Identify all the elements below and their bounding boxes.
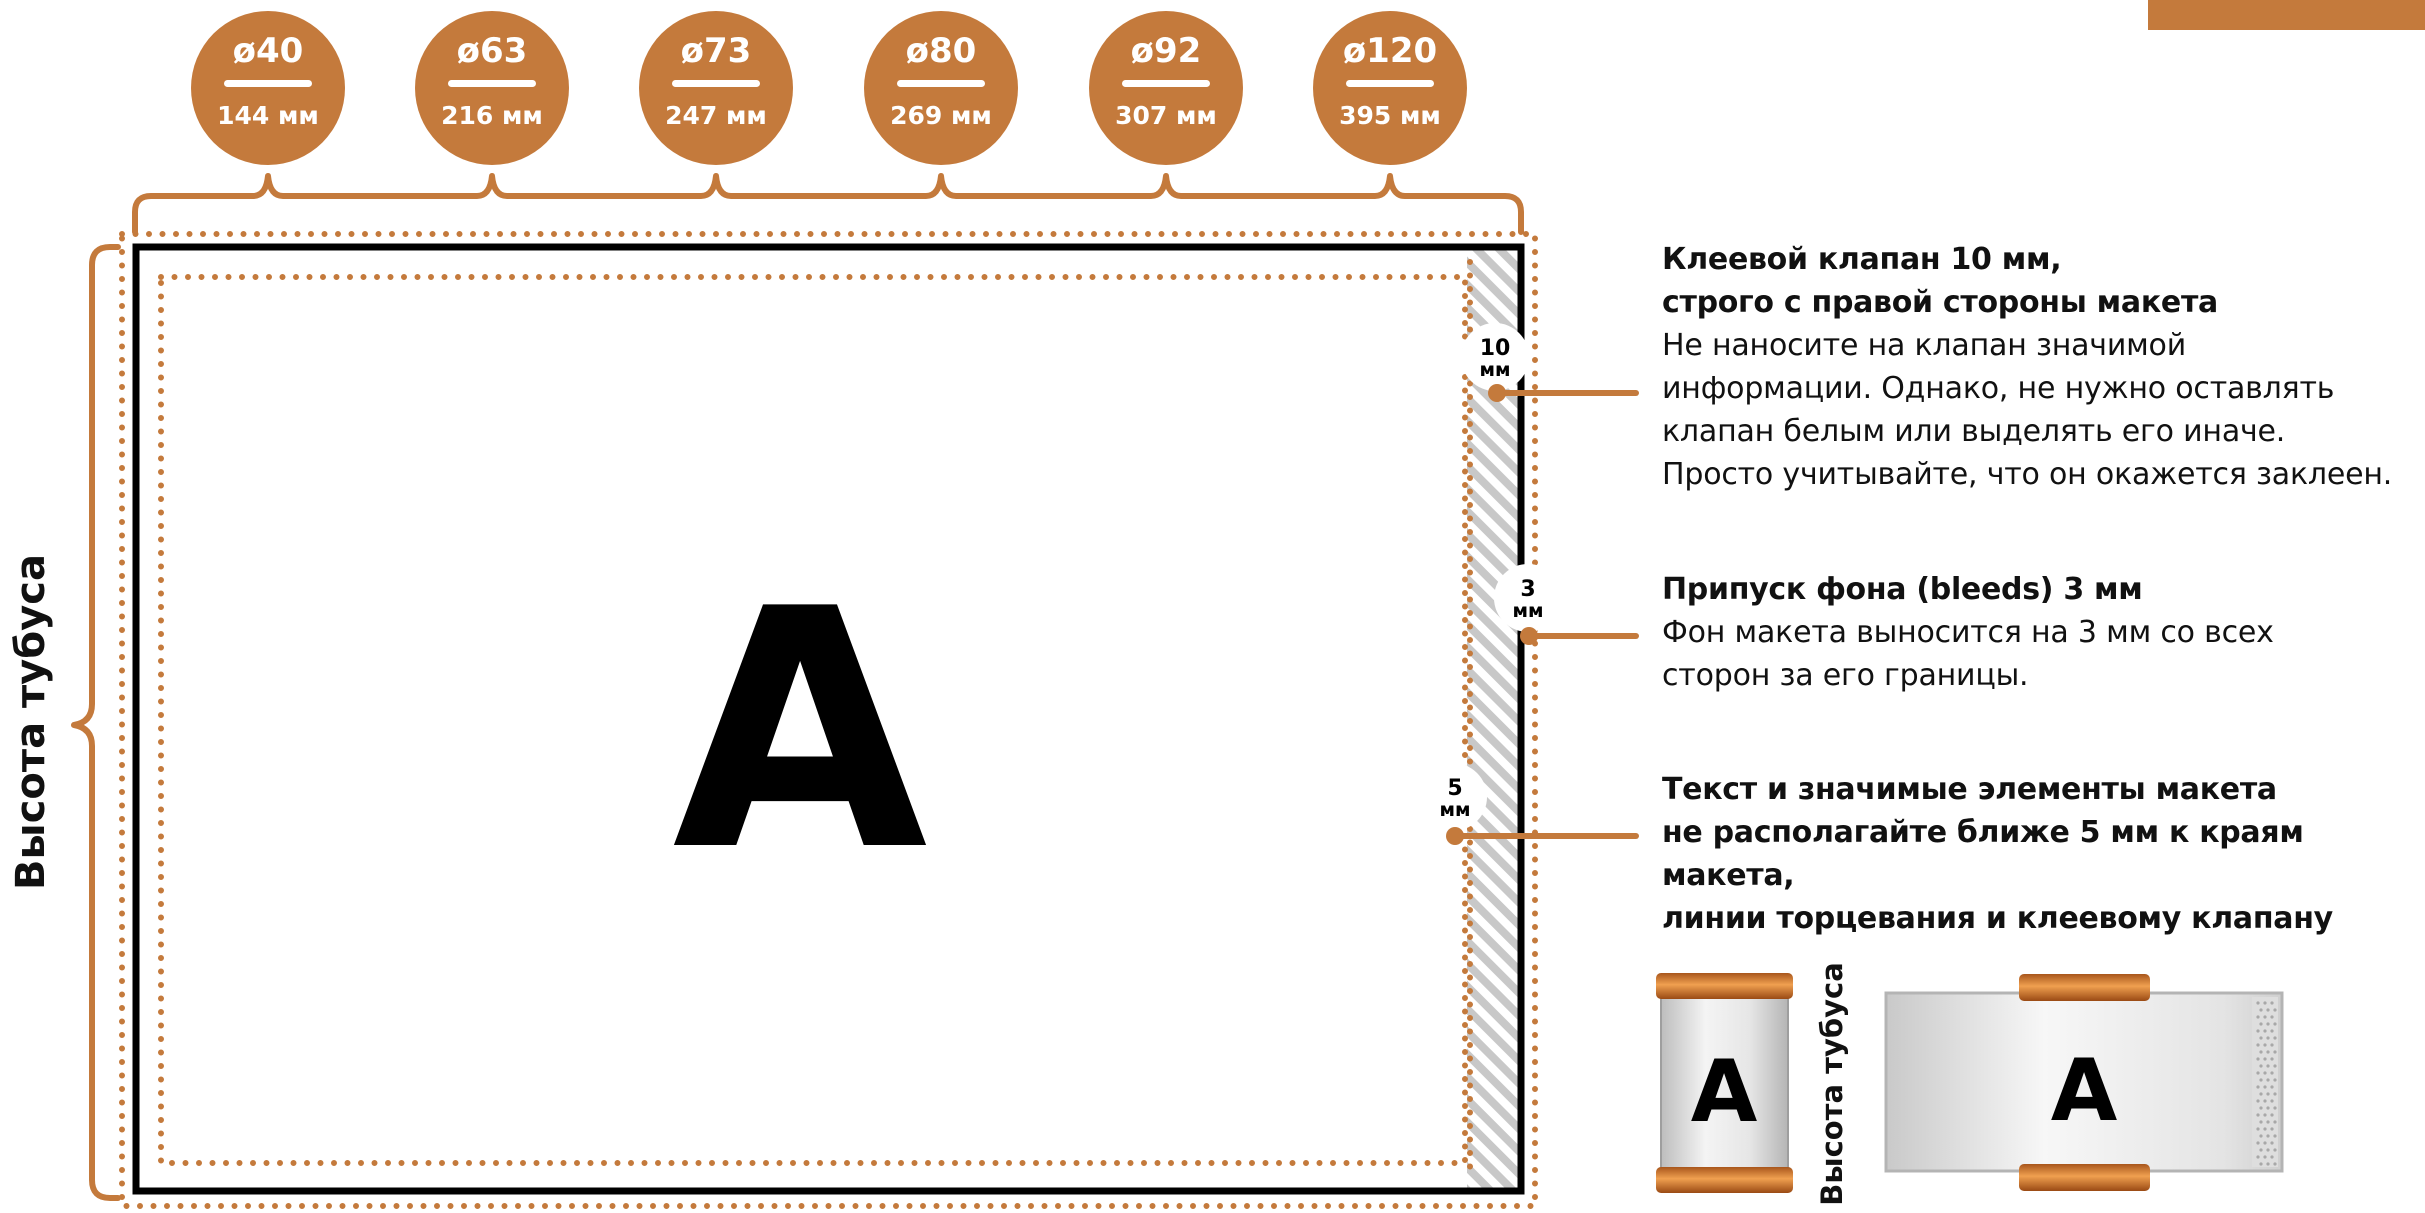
glue-flap-perforation <box>2256 1001 2277 1166</box>
bleed-line <box>119 231 1538 1209</box>
safe-zone-note-line: Текст и значимые элементы макета <box>1662 772 2277 807</box>
bleed-note: Припуск фона (bleeds) 3 мм Фон макета вы… <box>1662 568 2422 697</box>
trim-line <box>132 243 1525 1195</box>
bleed-note-title: Припуск фона (bleeds) 3 мм <box>1662 572 2143 607</box>
tube-height-value: 247 мм <box>665 101 767 130</box>
glue-flap-note-line: клапан белым или выделять его иначе. <box>1662 414 2286 449</box>
tube-preview-letter: A <box>1691 1042 1758 1142</box>
diameter-label: ø63 <box>457 31 528 71</box>
glue-flap-note-line: информации. Однако, не нужно оставлять <box>1662 371 2335 406</box>
diameter-badges: ø40 144 мм ø63 216 мм ø73 247 мм ø80 269 мм ø92 3… <box>191 11 1467 165</box>
diameter-badge: ø73 247 мм <box>639 11 793 165</box>
svg-text:мм: мм <box>1439 799 1470 821</box>
flat-layout-preview: A <box>1884 974 2284 1191</box>
diameter-badge: ø63 216 мм <box>415 11 569 165</box>
svg-text:мм: мм <box>1512 600 1543 622</box>
svg-text:5: 5 <box>1447 776 1462 801</box>
diameter-label: ø73 <box>681 31 752 71</box>
diameter-label: ø120 <box>1343 31 1437 71</box>
flap-marker: 10 мм <box>1461 323 1639 402</box>
bleed-note-line: Фон макета выносится на 3 мм со всех <box>1662 615 2274 650</box>
diameter-badge: ø40 144 мм <box>191 11 345 165</box>
safe-zone-note-line: линии торцевания и клеевому клапану <box>1662 901 2333 936</box>
svg-text:мм: мм <box>1479 359 1510 381</box>
safe-zone-note: Текст и значимые элементы макета не расп… <box>1662 768 2422 940</box>
left-brace <box>71 244 121 1201</box>
tube-height-value: 307 мм <box>1115 101 1217 130</box>
layout-letter: A <box>672 539 930 923</box>
diameter-badge: ø80 269 мм <box>864 11 1018 165</box>
svg-text:10: 10 <box>1480 336 1511 361</box>
glue-flap-note-line: Просто учитывайте, что он окажется закле… <box>1662 457 2393 492</box>
tube-height-label: Высота тубуса <box>8 554 54 890</box>
bleed-marker: 3 мм <box>1494 564 1639 645</box>
diameter-label: ø92 <box>1131 31 1202 71</box>
diameter-badge: ø92 307 мм <box>1089 11 1243 165</box>
safe-zone-note-line: не располагайте ближе 5 мм к краям макет… <box>1662 815 2304 893</box>
glue-flap-strip <box>1467 247 1521 1191</box>
tube-preview: A <box>1656 973 1793 1193</box>
tube-height-value: 269 мм <box>890 101 992 130</box>
tube-height-value: 395 мм <box>1339 101 1441 130</box>
glue-flap-note-title: Клеевой клапан 10 мм, <box>1662 242 2062 277</box>
bleed-note-line: сторон за его границы. <box>1662 658 2029 693</box>
glue-flap-note-line: Не наносите на клапан значимой <box>1662 328 2186 363</box>
top-brace <box>132 173 1524 235</box>
glue-flap-note-title-2: строго с правой стороны макета <box>1662 285 2218 320</box>
preview-height-label: Высота тубуса <box>1815 962 1849 1206</box>
safe-zone-marker: 5 мм <box>1419 763 1639 845</box>
accent-corner-bar <box>2148 0 2425 30</box>
tube-height-value: 216 мм <box>441 101 543 130</box>
flat-preview-letter: A <box>2051 1041 2118 1141</box>
tube-height-value: 144 мм <box>217 101 319 130</box>
svg-text:3: 3 <box>1520 577 1535 602</box>
glue-flap-note: Клеевой клапан 10 мм, строго с правой ст… <box>1662 238 2422 496</box>
diameter-label: ø80 <box>906 31 977 71</box>
diameter-label: ø40 <box>233 31 304 71</box>
diameter-badge: ø120 395 мм <box>1313 11 1467 165</box>
